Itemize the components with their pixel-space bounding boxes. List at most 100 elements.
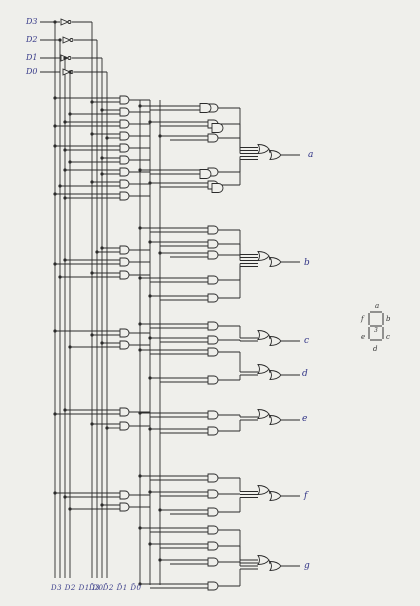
and-gate bbox=[119, 179, 130, 189]
and-gate bbox=[119, 95, 130, 105]
input-label-d1: D1 bbox=[26, 53, 38, 62]
wire bbox=[268, 489, 271, 495]
and-gate bbox=[207, 473, 219, 483]
and-gate bbox=[207, 335, 219, 345]
junction-dot bbox=[148, 336, 152, 340]
and-gate bbox=[207, 239, 219, 249]
junction-dot bbox=[53, 329, 57, 333]
junction-dot bbox=[100, 108, 104, 112]
and-gate bbox=[211, 183, 224, 193]
and-gate bbox=[119, 407, 130, 417]
and-gate bbox=[207, 489, 219, 499]
junction-dot bbox=[53, 262, 57, 266]
junction-dot bbox=[100, 341, 104, 345]
and-gate bbox=[119, 167, 130, 177]
bus-label-inverted: D̄3 D̄2 D̄1 D̄0 bbox=[89, 584, 142, 592]
and-gate bbox=[207, 275, 219, 285]
or-gate bbox=[257, 144, 270, 154]
and-gate bbox=[119, 119, 130, 129]
junction-dot bbox=[68, 345, 72, 349]
junction-dot bbox=[53, 124, 57, 128]
wire bbox=[268, 413, 271, 419]
segment-label-a: a bbox=[375, 302, 380, 310]
junction-dot bbox=[148, 427, 152, 431]
junction-dot bbox=[158, 134, 162, 138]
segment-label-e: e bbox=[361, 333, 366, 341]
and-gate bbox=[207, 541, 219, 551]
not-bubble bbox=[67, 56, 72, 60]
junction-dot bbox=[58, 184, 62, 188]
or-gate bbox=[269, 561, 282, 571]
junction-dot bbox=[90, 132, 94, 136]
junction-dot bbox=[148, 542, 152, 546]
junction-dot bbox=[158, 558, 162, 562]
and-gate bbox=[119, 257, 130, 267]
wire bbox=[268, 334, 271, 340]
junction-dot bbox=[90, 333, 94, 337]
junction-dot bbox=[148, 181, 152, 185]
and-gate bbox=[207, 525, 219, 535]
and-gate bbox=[119, 155, 130, 165]
not-bubble bbox=[67, 20, 72, 24]
junction-dot bbox=[58, 275, 62, 279]
and-gate bbox=[207, 133, 219, 143]
junction-dot bbox=[68, 70, 72, 74]
or-gate bbox=[269, 257, 282, 267]
junction-dot bbox=[68, 160, 72, 164]
or-gate bbox=[257, 555, 270, 565]
output-label-d: d bbox=[302, 369, 308, 379]
and-gate bbox=[119, 490, 130, 500]
wire bbox=[268, 148, 271, 154]
or-gate bbox=[269, 150, 282, 160]
output-label-e: e bbox=[302, 414, 308, 424]
junction-dot bbox=[148, 490, 152, 494]
input-label-d3: D3 bbox=[26, 17, 38, 26]
and-gate bbox=[207, 557, 219, 567]
output-label-g: g bbox=[304, 561, 310, 571]
junction-dot bbox=[63, 258, 67, 262]
junction-dot bbox=[90, 100, 94, 104]
junction-dot bbox=[138, 526, 142, 530]
junction-dot bbox=[63, 148, 67, 152]
junction-dot bbox=[148, 294, 152, 298]
and-gate bbox=[207, 507, 219, 517]
segment-label-b: b bbox=[386, 315, 391, 323]
junction-dot bbox=[68, 507, 72, 511]
or-gate bbox=[257, 409, 270, 419]
junction-dot bbox=[138, 411, 142, 415]
junction-dot bbox=[95, 250, 99, 254]
and-gate bbox=[207, 250, 219, 260]
junction-dot bbox=[105, 136, 109, 140]
and-gate bbox=[207, 426, 219, 436]
junction-dot bbox=[158, 508, 162, 512]
junction-dot bbox=[138, 226, 142, 230]
junction-dot bbox=[53, 96, 57, 100]
junction-dot bbox=[100, 172, 104, 176]
or-gate bbox=[257, 251, 270, 261]
junction-dot bbox=[148, 120, 152, 124]
and-gate bbox=[119, 107, 130, 117]
input-label-d2: D2 bbox=[26, 35, 38, 44]
and-gate bbox=[199, 169, 212, 179]
junction-dot bbox=[138, 582, 142, 586]
junction-dot bbox=[138, 104, 142, 108]
junction-dot bbox=[53, 412, 57, 416]
segment-label-d: d bbox=[373, 345, 378, 353]
not-gate bbox=[60, 18, 70, 26]
junction-dot bbox=[100, 246, 104, 250]
and-gate bbox=[207, 293, 219, 303]
segment-label-c: c bbox=[386, 333, 390, 341]
and-gate bbox=[119, 245, 130, 255]
junction-dot bbox=[63, 168, 67, 172]
junction-dot bbox=[63, 495, 67, 499]
and-gate bbox=[119, 421, 130, 431]
junction-dot bbox=[53, 192, 57, 196]
and-gate bbox=[207, 581, 219, 591]
or-gate bbox=[269, 415, 282, 425]
junction-dot bbox=[148, 376, 152, 380]
output-label-f: f bbox=[304, 491, 308, 501]
junction-dot bbox=[58, 38, 62, 42]
junction-dot bbox=[68, 112, 72, 116]
junction-dot bbox=[138, 348, 142, 352]
junction-dot bbox=[138, 322, 142, 326]
